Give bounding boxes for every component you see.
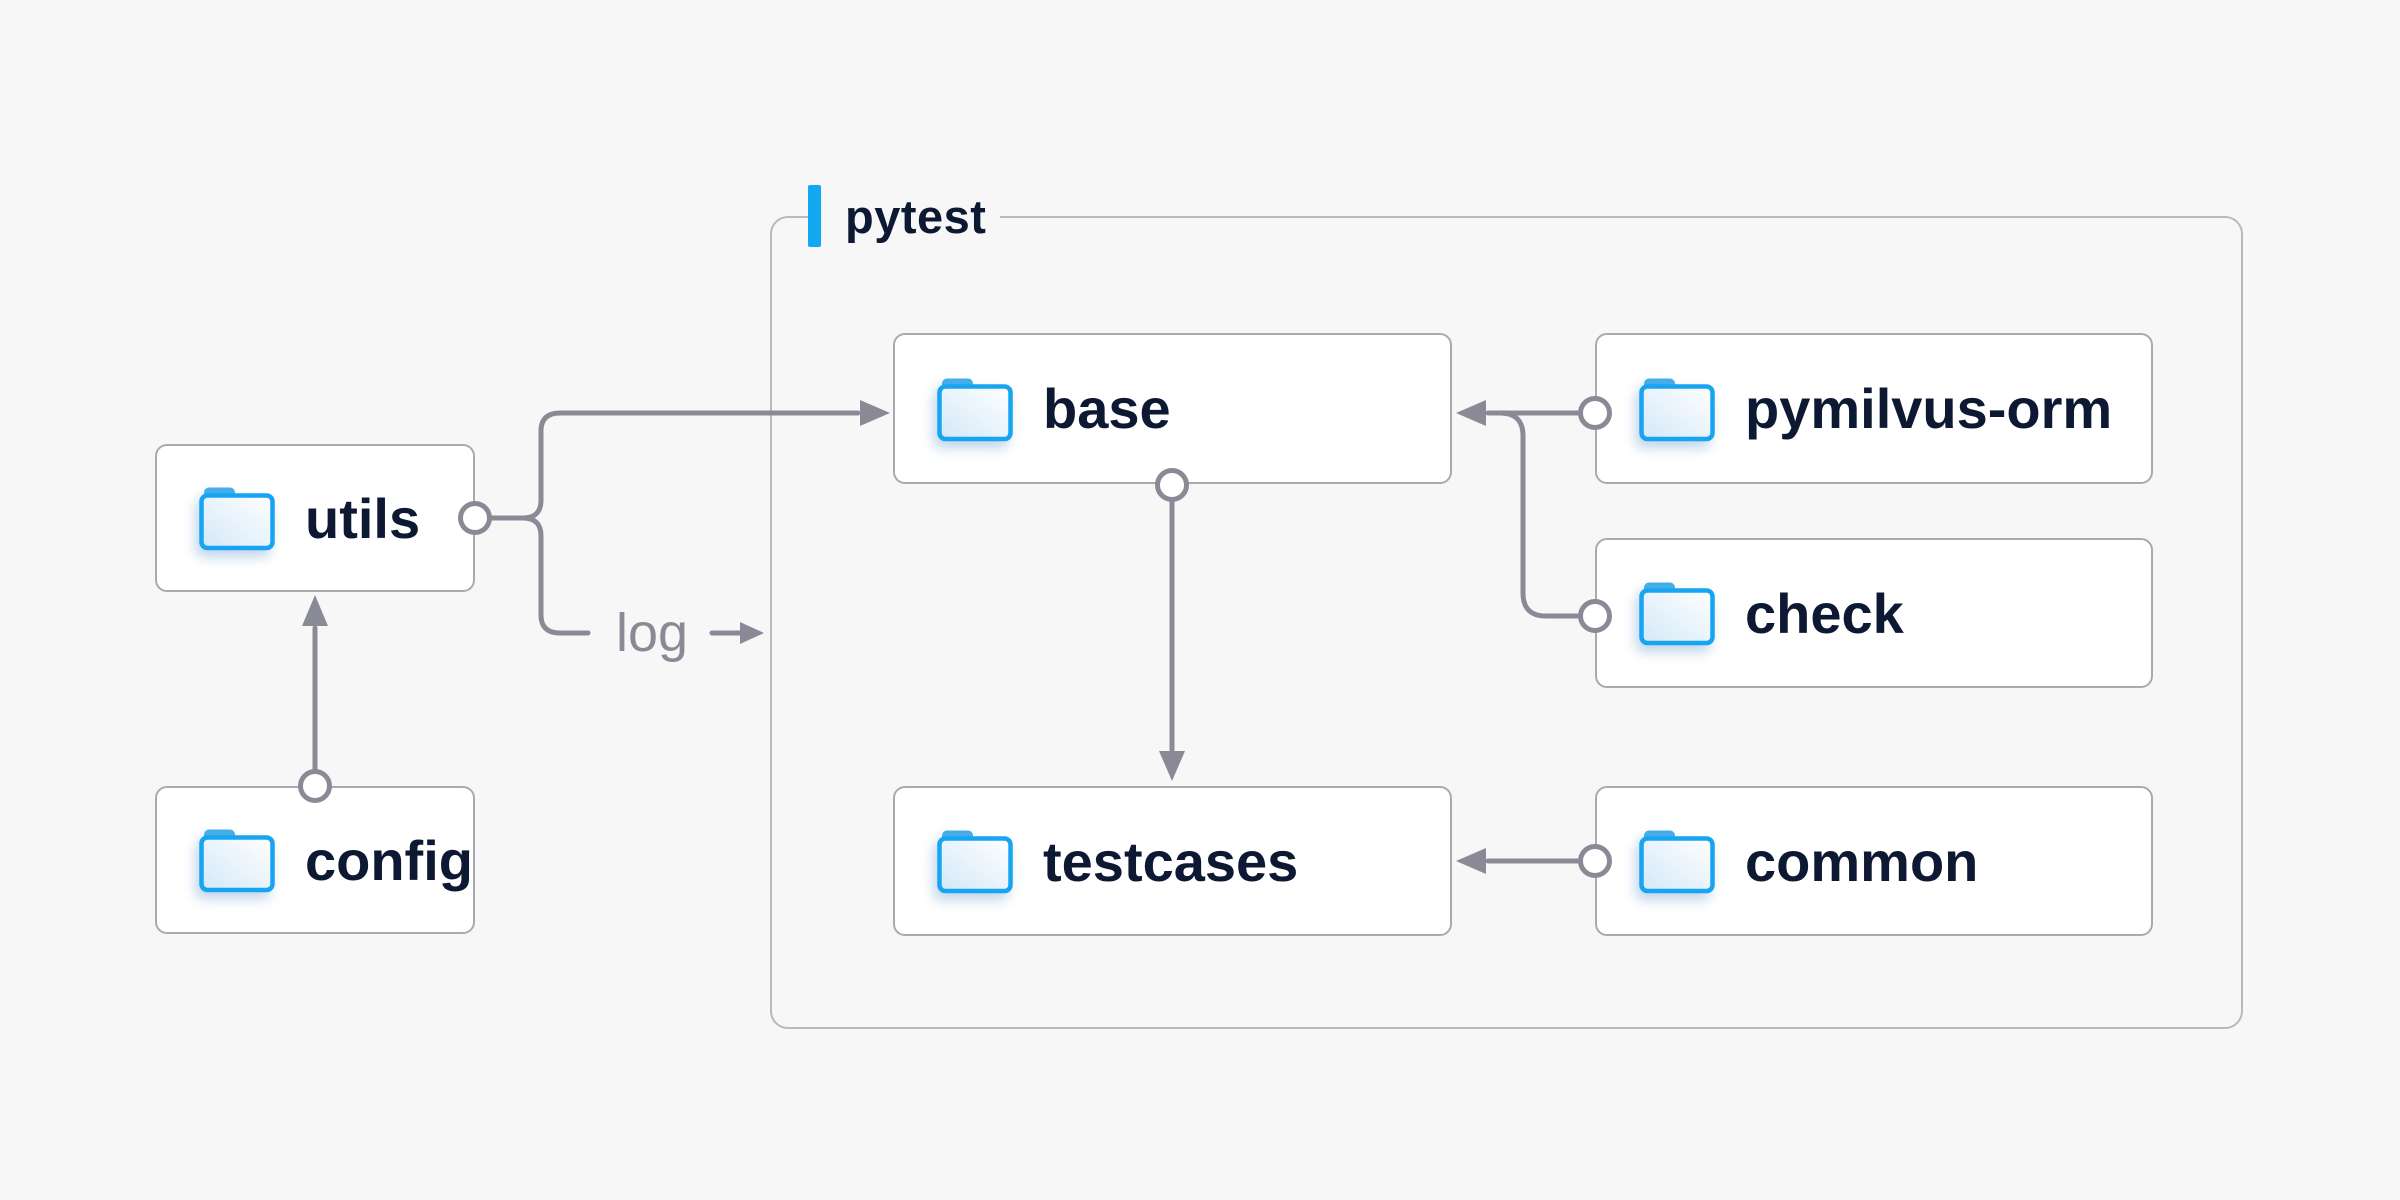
folder-icon <box>199 487 275 551</box>
node-testcases: testcases <box>893 786 1452 936</box>
node-label: check <box>1745 581 1904 645</box>
node-label: base <box>1043 377 1171 440</box>
edge-utils-log-line <box>520 515 591 636</box>
node-label: testcases <box>1043 829 1299 893</box>
pytest-container <box>770 216 2243 1029</box>
folder-icon <box>1639 378 1715 441</box>
node-utils: utils <box>155 444 475 592</box>
folder-icon <box>1639 582 1715 646</box>
folder-icon <box>937 830 1013 894</box>
folder-icon <box>199 829 275 893</box>
arrowhead-into-utils <box>302 595 328 626</box>
node-check: check <box>1595 538 2153 688</box>
node-label: utils <box>305 486 421 550</box>
log-edge-label: log <box>615 603 689 663</box>
node-base: base <box>893 333 1452 484</box>
pytest-label: pytest <box>808 184 1001 248</box>
pytest-label-text: pytest <box>845 189 987 243</box>
node-common: common <box>1595 786 2153 936</box>
node-pymilvus-orm: pymilvus-orm <box>1595 333 2153 484</box>
node-label: common <box>1745 829 1979 893</box>
folder-icon <box>937 378 1013 441</box>
arrowhead-log <box>740 622 764 644</box>
node-label: config <box>305 828 473 892</box>
folder-icon <box>1639 830 1715 894</box>
pytest-accent-bar <box>808 185 821 247</box>
node-config: config <box>155 786 475 934</box>
node-label: pymilvus-orm <box>1745 377 2113 440</box>
